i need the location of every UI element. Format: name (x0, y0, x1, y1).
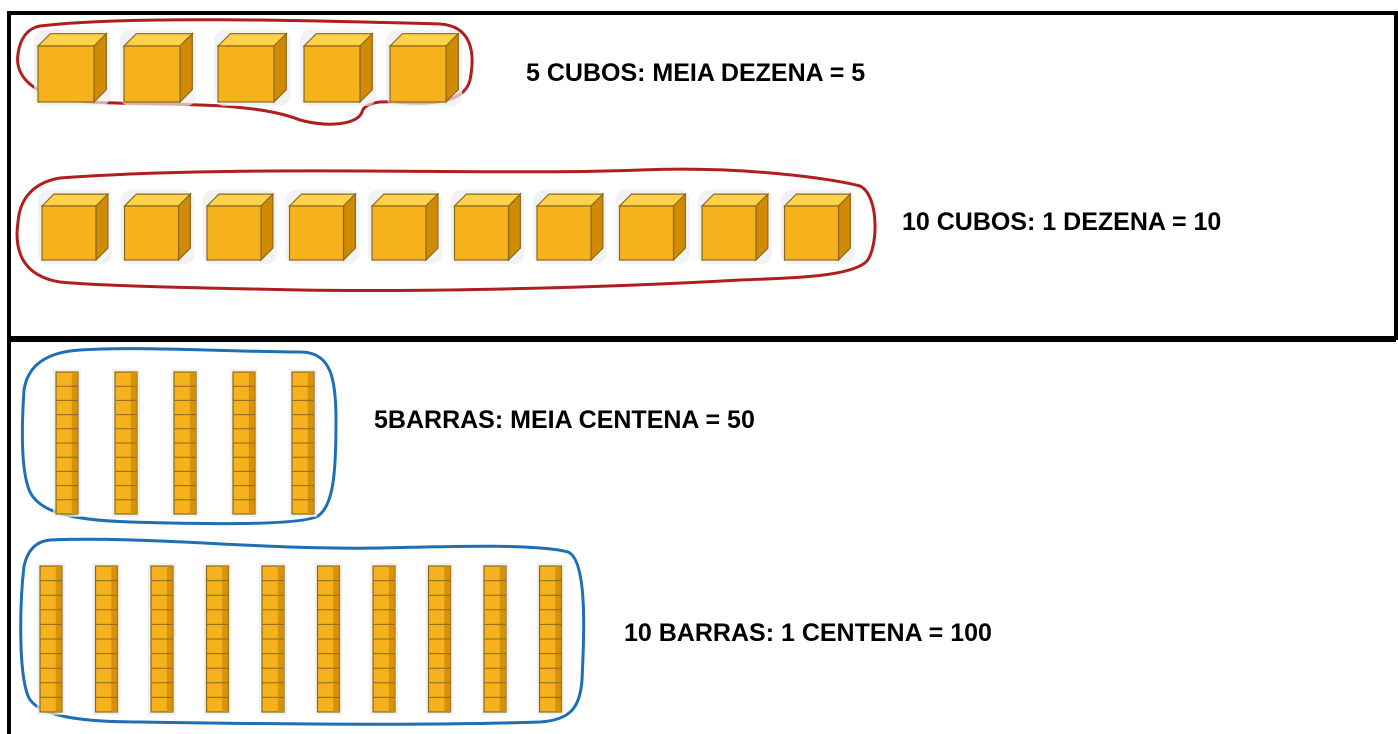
row-centena: 10 BARRAS: 1 CENTENA = 100 (19, 537, 992, 726)
cube-group-loop (15, 167, 877, 293)
bar-group-loop (20, 347, 338, 526)
bar-set (53, 369, 317, 517)
unit-cube (214, 29, 291, 106)
row-label: 10 CUBOS: 1 DEZENA = 10 (902, 208, 1221, 236)
unit-cube (533, 190, 607, 264)
unit-cube (300, 29, 377, 106)
bar-group-loop (19, 537, 586, 726)
ten-bar (481, 563, 509, 715)
row-meia-dezena: 5 CUBOS: MEIA DEZENA = 5 (16, 18, 865, 126)
cube-set (38, 190, 855, 264)
unit-cube (368, 190, 442, 264)
ten-bar (37, 563, 65, 715)
ten-bar (148, 563, 176, 715)
unit-cube (120, 29, 197, 106)
ten-bar (425, 563, 454, 715)
unit-cube (698, 190, 772, 264)
row-label: 10 BARRAS: 1 CENTENA = 100 (624, 619, 992, 647)
ten-bar (259, 563, 287, 715)
ten-bar (230, 369, 258, 517)
ten-bar (92, 563, 121, 715)
unit-cube (34, 29, 111, 106)
unit-cube (285, 190, 360, 264)
row-dezena: 10 CUBOS: 1 DEZENA = 10 (15, 167, 1221, 293)
unit-cube (615, 190, 690, 264)
ten-bar (289, 369, 317, 517)
ten-bar (370, 563, 398, 715)
row-label: 5BARRAS: MEIA CENTENA = 50 (374, 406, 755, 434)
ten-bar (203, 563, 232, 715)
unit-cube (450, 190, 525, 264)
unit-cube (203, 190, 277, 264)
unit-cube (386, 29, 463, 106)
unit-cube (120, 190, 195, 264)
row-meia-centena: 5BARRAS: MEIA CENTENA = 50 (20, 347, 755, 526)
cube-set (34, 29, 463, 106)
ten-bar (314, 563, 343, 715)
unit-cube (38, 190, 112, 264)
ten-bar (112, 369, 140, 517)
ten-bar (53, 369, 81, 517)
unit-cube (780, 190, 855, 264)
ten-bar (171, 369, 199, 517)
bar-set (37, 563, 565, 715)
bottom-panel-frame (7, 338, 1396, 734)
row-label: 5 CUBOS: MEIA DEZENA = 5 (526, 59, 865, 87)
ten-bar (536, 563, 565, 715)
